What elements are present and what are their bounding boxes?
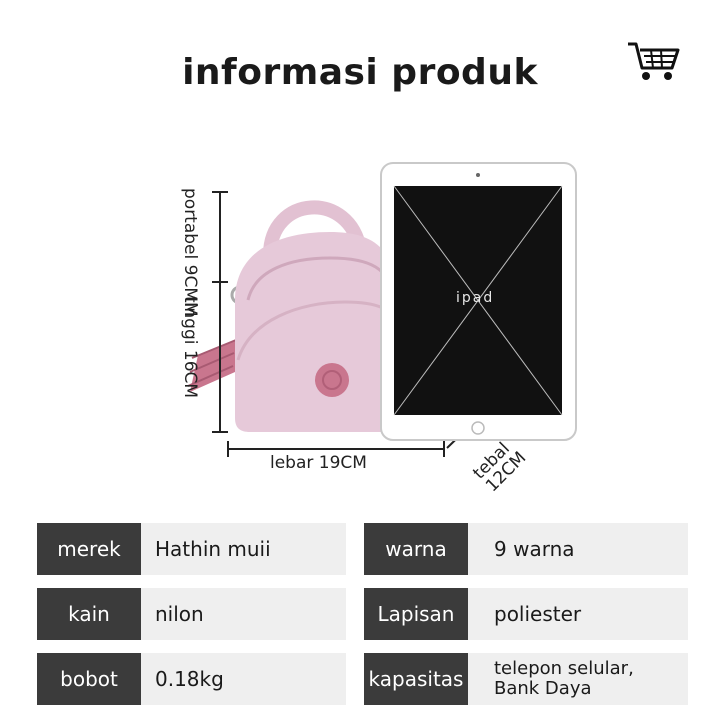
spec-value-brand: Hathin muii <box>141 523 346 575</box>
spec-key-capacity: kapasitas <box>364 653 468 705</box>
product-illustration <box>187 162 577 457</box>
width-dimension-label: lebar 19CM <box>270 453 367 473</box>
spec-key-lining: Lapisan <box>364 588 468 640</box>
strap-texture <box>187 339 237 387</box>
spec-value-color: 9 warna <box>468 523 688 575</box>
shopping-cart-icon[interactable] <box>626 38 682 84</box>
bag-logo-patch <box>315 363 349 397</box>
bag-body <box>235 232 400 432</box>
spec-key-weight: bobot <box>37 653 141 705</box>
page-title: informasi produk <box>182 52 538 93</box>
bag-handle <box>263 200 367 256</box>
ipad-label: ipad <box>456 290 495 306</box>
spec-value-weight: 0.18kg <box>141 653 346 705</box>
spec-value-capacity: telepon selular, Bank Daya <box>468 653 688 705</box>
spec-value-capacity-line2: Bank Daya <box>494 678 592 699</box>
spec-value-fabric: nilon <box>141 588 346 640</box>
spec-key-fabric: kain <box>37 588 141 640</box>
height-dimension-label: tinggi 16CM <box>180 296 200 399</box>
spec-value-capacity-line1: telepon selular, <box>494 658 634 679</box>
spec-value-lining: poliester <box>468 588 688 640</box>
spec-key-color: warna <box>364 523 468 575</box>
spec-key-brand: merek <box>37 523 141 575</box>
ipad-home-button <box>471 421 485 435</box>
